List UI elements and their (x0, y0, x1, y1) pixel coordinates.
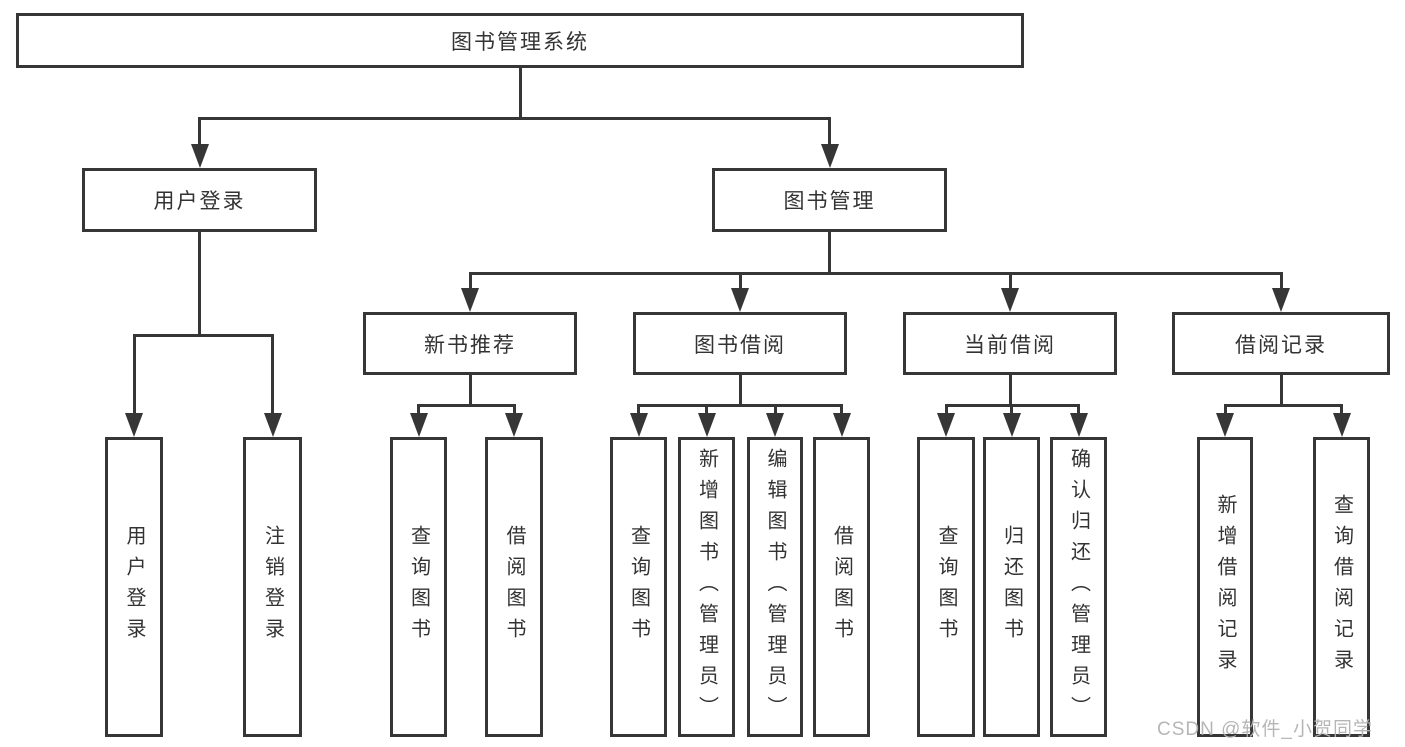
node-leaf-add-borrow-record-label: 新增借阅记录 (1214, 494, 1236, 680)
node-leaf-query-borrow-record-label: 查询借阅记录 (1330, 494, 1353, 680)
node-leaf-query-book-recommend: 查询图书 (390, 437, 447, 737)
node-book-management-label: 图书管理 (783, 190, 876, 213)
node-new-book-recommend-label: 新书推荐 (424, 333, 516, 357)
connector-drop-book-borrow (738, 271, 742, 289)
arrowhead-add-book-c2 (697, 413, 716, 437)
connector-drop-return-book-d2 (1010, 403, 1013, 414)
node-leaf-return-book-label: 归还图书 (1000, 525, 1023, 649)
node-leaf-borrow-book-label: 借阅图书 (830, 525, 853, 649)
node-leaf-logout-login: 注销登录 (243, 437, 302, 737)
node-leaf-confirm-return-admin: 确认归还（管理员） (1050, 437, 1107, 737)
arrowhead-add-record-e1 (1216, 413, 1234, 437)
node-leaf-add-borrow-record: 新增借阅记录 (1197, 437, 1253, 737)
connector-drop-borrow-records (1279, 271, 1283, 289)
connector-drop-leaf-logout (271, 333, 274, 414)
node-leaf-query-book-borrow-label: 查询图书 (627, 525, 650, 649)
connector-drop-query-book-d1 (944, 403, 948, 414)
connector-book-borrow-stem (738, 375, 742, 405)
node-root: 图书管理系统 (16, 13, 1024, 68)
arrowhead-new-book (461, 288, 479, 312)
node-leaf-query-borrow-record: 查询借阅记录 (1313, 437, 1370, 737)
node-leaf-borrow-book-recommend: 借阅图书 (485, 437, 543, 737)
connector-user-login-rail (132, 333, 274, 337)
connector-current-borrow-stem (1008, 375, 1012, 405)
arrowhead-return-book-d2 (1002, 413, 1021, 437)
connector-borrow-records-rail (1223, 403, 1343, 407)
node-leaf-query-book-current: 查询图书 (917, 437, 975, 737)
node-leaf-query-book-current-label: 查询图书 (935, 525, 957, 649)
arrowhead-leaf-logout (263, 413, 282, 437)
connector-drop-add-book-c2 (705, 403, 708, 414)
node-leaf-confirm-return-admin-label: 确认归还（管理员） (1067, 447, 1090, 727)
arrowhead-query-book-b1 (409, 413, 428, 437)
connector-root-stem (518, 68, 522, 118)
connector-drop-book-management (828, 116, 831, 145)
node-root-label: 图书管理系统 (451, 30, 589, 54)
connector-drop-new-book (468, 271, 472, 289)
arrowhead-leaf-user-login (125, 413, 143, 437)
node-leaf-user-login-label: 用户登录 (123, 525, 145, 649)
node-new-book-recommend: 新书推荐 (363, 312, 577, 375)
connector-drop-query-book-b1 (417, 403, 420, 414)
connector-book-management-stem (828, 232, 831, 273)
connector-root-rail (198, 116, 831, 120)
arrowhead-confirm-return-d3 (1069, 413, 1088, 437)
arrowhead-query-book-d1 (937, 413, 955, 437)
arrowhead-current-borrow (1001, 288, 1019, 312)
arrowhead-borrow-records (1272, 288, 1290, 312)
connector-new-book-stem (468, 375, 472, 405)
node-leaf-borrow-book-recommend-label: 借阅图书 (503, 525, 525, 649)
node-leaf-return-book: 归还图书 (983, 437, 1040, 737)
connector-drop-current-borrow (1008, 271, 1012, 289)
connector-drop-leaf-user-login (132, 333, 136, 414)
arrowhead-borrow-book-b2 (505, 413, 523, 437)
node-leaf-add-book-admin: 新增图书（管理员） (678, 437, 735, 737)
connector-new-book-rail (417, 403, 516, 407)
arrowhead-borrow-book-c4 (832, 413, 851, 437)
arrowhead-book-management (820, 144, 839, 168)
connector-drop-user-login (198, 116, 201, 145)
connector-drop-edit-book-c3 (773, 403, 777, 414)
node-leaf-logout-login-label: 注销登录 (261, 525, 284, 649)
node-leaf-add-book-admin-label: 新增图书（管理员） (695, 447, 718, 727)
connector-drop-borrow-book-b2 (512, 403, 516, 414)
connector-user-login-stem (198, 232, 201, 336)
node-leaf-edit-book-admin: 编辑图书（管理员） (747, 437, 803, 737)
arrowhead-book-borrow (731, 288, 749, 312)
connector-drop-borrow-book-c4 (840, 403, 843, 414)
node-book-management: 图书管理 (712, 168, 947, 232)
connector-modules-rail (468, 271, 1283, 275)
connector-drop-query-book-c1 (637, 403, 640, 414)
node-book-borrow: 图书借阅 (633, 312, 847, 375)
node-user-login-label: 用户登录 (153, 190, 246, 213)
node-book-borrow-label: 图书借阅 (694, 333, 786, 357)
watermark: CSDN @软件_小贺同学 (1157, 719, 1373, 740)
arrowhead-edit-book-c3 (766, 413, 784, 437)
connector-borrow-records-stem (1279, 375, 1283, 405)
arrowhead-query-record-e2 (1332, 413, 1351, 437)
node-user-login: 用户登录 (82, 168, 317, 232)
node-current-borrow: 当前借阅 (903, 312, 1117, 375)
arrowhead-query-book-c1 (629, 413, 648, 437)
node-leaf-user-login: 用户登录 (105, 437, 163, 737)
connector-drop-query-record-e2 (1340, 403, 1343, 414)
node-borrow-records-label: 借阅记录 (1235, 333, 1327, 357)
node-leaf-edit-book-admin-label: 编辑图书（管理员） (764, 447, 786, 727)
node-leaf-query-book-borrow: 查询图书 (610, 437, 667, 737)
connector-book-borrow-rail (637, 403, 843, 407)
node-borrow-records: 借阅记录 (1172, 312, 1390, 375)
connector-drop-add-record-e1 (1223, 403, 1227, 414)
node-leaf-borrow-book: 借阅图书 (813, 437, 870, 737)
node-current-borrow-label: 当前借阅 (964, 333, 1056, 357)
node-leaf-query-book-recommend-label: 查询图书 (407, 525, 430, 649)
arrowhead-user-login (190, 144, 209, 168)
connector-drop-confirm-return-d3 (1077, 403, 1080, 414)
